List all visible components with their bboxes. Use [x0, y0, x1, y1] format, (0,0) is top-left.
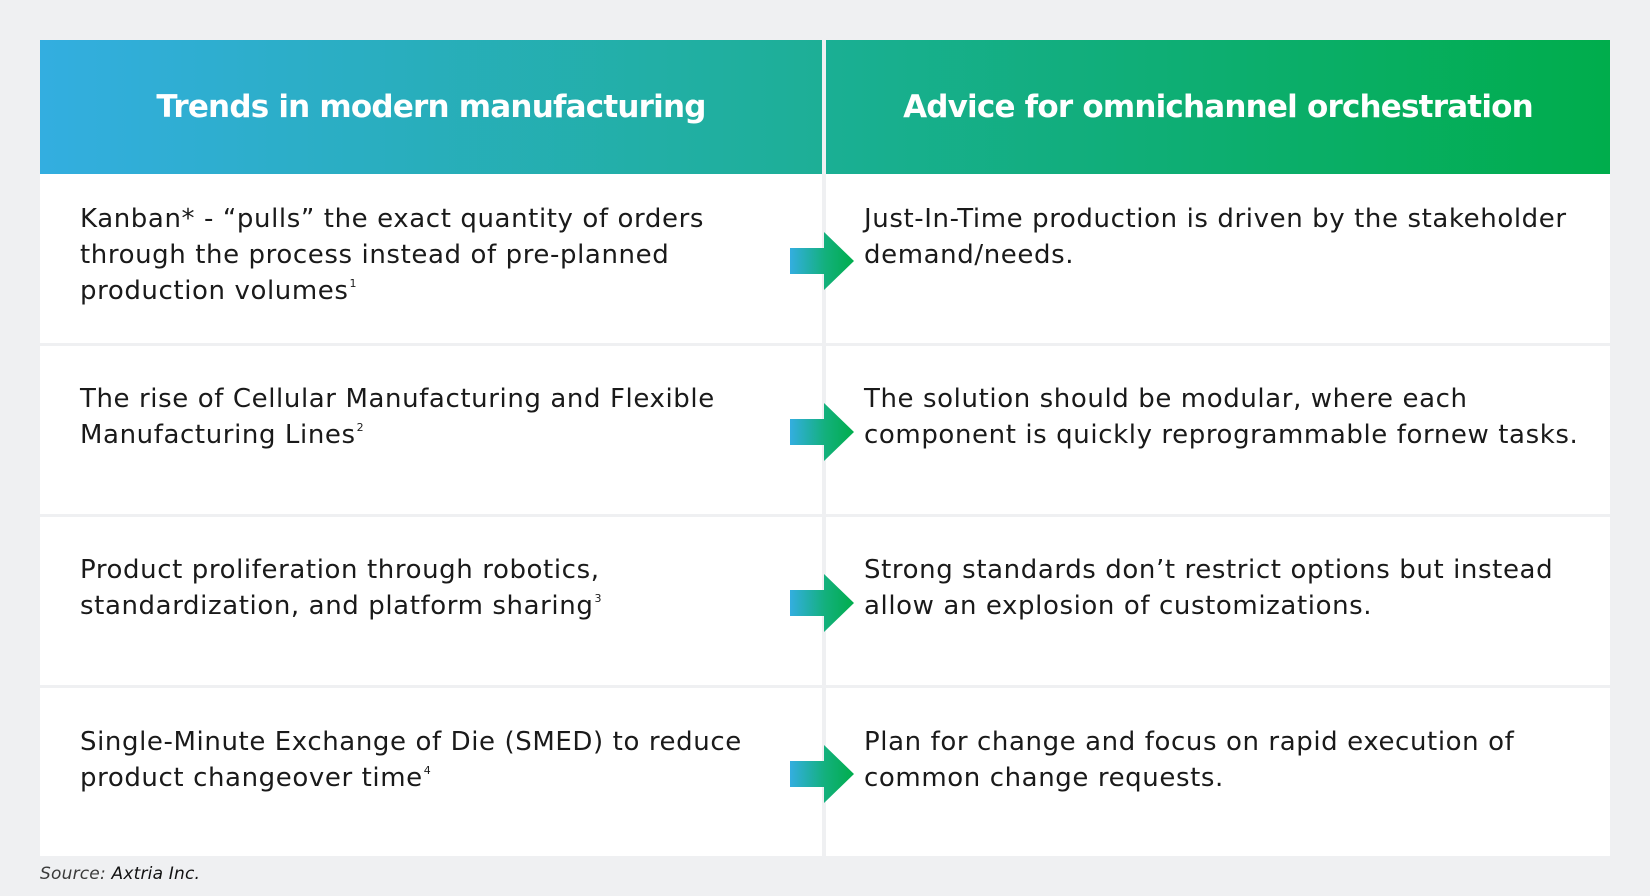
trend-cell: Single-Minute Exchange of Die (SMED) to … — [40, 688, 822, 856]
advice-cell: Strong standards don’t restrict options … — [826, 517, 1610, 685]
advice-cell: The solution should be modular, where ea… — [826, 346, 1610, 514]
trend-text: Single-Minute Exchange of Die (SMED) to … — [80, 727, 742, 793]
table-row: Single-Minute Exchange of Die (SMED) to … — [40, 688, 1610, 856]
footnote-marker: 4 — [423, 764, 432, 777]
advice-cell: Just-In-Time production is driven by the… — [826, 174, 1610, 343]
table-header: Trends in modern manufacturing Advice fo… — [40, 40, 1610, 174]
footnote-marker: 2 — [356, 421, 365, 434]
advice-cell: Plan for change and focus on rapid execu… — [826, 688, 1610, 856]
trend-text: Product proliferation through robotics, … — [80, 555, 603, 621]
column-header-trends: Trends in modern manufacturing — [40, 40, 822, 174]
comparison-table: Trends in modern manufacturing Advice fo… — [40, 40, 1610, 856]
footnote-marker: 3 — [594, 592, 603, 605]
trend-cell: Product proliferation through robotics, … — [40, 517, 822, 685]
trend-cell: The rise of Cellular Manufacturing and F… — [40, 346, 822, 514]
advice-text: Just-In-Time production is driven by the… — [864, 204, 1567, 270]
source-label: Source: — [40, 864, 112, 884]
table-row: The rise of Cellular Manufacturing and F… — [40, 346, 1610, 514]
advice-text: The solution should be modular, where ea… — [864, 384, 1579, 450]
column-header-advice: Advice for omnichannel orchestration — [826, 40, 1610, 174]
column-divider — [822, 40, 826, 174]
trend-text: The rise of Cellular Manufacturing and F… — [80, 384, 715, 450]
source-caption: Source: Axtria Inc. — [40, 864, 200, 884]
right-arrow-icon — [790, 232, 854, 290]
trend-text: Kanban* - “pulls” the exact quantity of … — [80, 204, 705, 306]
advice-text: Plan for change and focus on rapid execu… — [864, 727, 1515, 793]
table-row: Kanban* - “pulls” the exact quantity of … — [40, 174, 1610, 343]
right-arrow-icon — [790, 745, 854, 803]
table-row: Product proliferation through robotics, … — [40, 517, 1610, 685]
trend-cell: Kanban* - “pulls” the exact quantity of … — [40, 174, 822, 343]
advice-text: Strong standards don’t restrict options … — [864, 555, 1554, 621]
footnote-marker: 1 — [349, 277, 358, 290]
right-arrow-icon — [790, 574, 854, 632]
source-value: Axtria Inc. — [111, 864, 201, 884]
right-arrow-icon — [790, 403, 854, 461]
